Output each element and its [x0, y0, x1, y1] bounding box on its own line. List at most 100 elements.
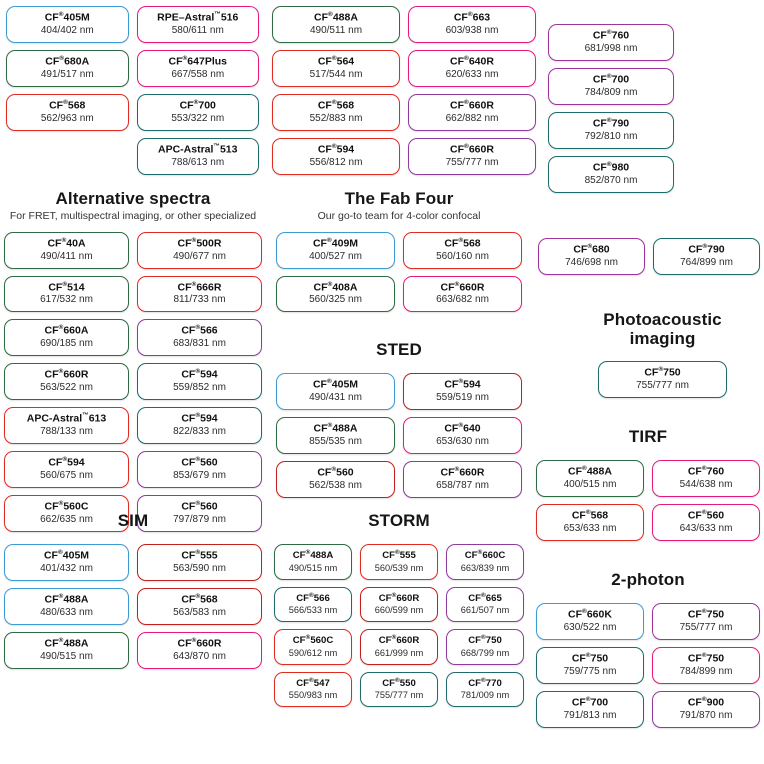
dye-name: CF®560C: [44, 499, 89, 513]
dye-name: CF®550: [382, 676, 416, 689]
section-title: SIM: [117, 511, 149, 530]
dye-name: CF®488A: [568, 465, 612, 478]
dye-name: CF®666R: [177, 280, 222, 294]
dye-spectra: 590/612 nm: [288, 647, 338, 658]
dye-spectra: 490/677 nm: [173, 250, 226, 262]
dye-spectra: 643/633 nm: [679, 522, 733, 534]
dye-spectra: 653/633 nm: [563, 522, 617, 534]
dye-name: RPE–Astral™516: [157, 11, 239, 24]
dye-spectra: 620/633 nm: [445, 68, 499, 80]
dye-spectra: 852/870 nm: [584, 174, 638, 186]
section-subtitle: For FRET, multispectral imaging, or othe…: [9, 210, 257, 223]
dye-name: CF®790: [592, 116, 630, 130]
dye-name: CF®660R: [378, 591, 420, 604]
dye-name: CF®750: [571, 651, 609, 665]
dye-spectra: 855/535 nm: [309, 435, 362, 447]
dye-name: CF®568: [317, 98, 355, 112]
dye-name: CF®750: [468, 634, 502, 647]
dye-name: CF®640R: [450, 54, 494, 68]
dye-name: CF®900: [687, 695, 725, 709]
chip-spacer: [6, 138, 129, 175]
dye-name: CF®594: [181, 368, 218, 381]
dye-spectra: 658/787 nm: [436, 479, 489, 491]
